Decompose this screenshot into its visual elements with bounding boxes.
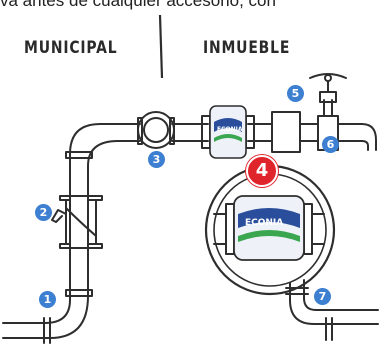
intro-text: va antes de cualquier accesorio, con <box>0 0 276 10</box>
marker-2: 2 <box>35 204 52 221</box>
marker-1: 1 <box>39 291 56 308</box>
filter-large: ECONIA <box>233 195 305 261</box>
filter-brand-small: ECONIA <box>217 126 243 133</box>
inmueble-heading: INMUEBLE <box>203 38 291 58</box>
pipe-network <box>2 73 379 344</box>
marker-6: 6 <box>322 136 339 153</box>
marker-3: 3 <box>148 151 165 168</box>
municipal-heading: MUNICIPAL <box>24 38 118 58</box>
divider-line <box>158 14 164 79</box>
filter-brand-large: ECONIA <box>245 218 283 228</box>
marker-4: 4 <box>246 155 278 187</box>
marker-5: 5 <box>287 85 304 102</box>
filter-small: ECONIA <box>209 105 247 159</box>
marker-7: 7 <box>314 288 331 305</box>
